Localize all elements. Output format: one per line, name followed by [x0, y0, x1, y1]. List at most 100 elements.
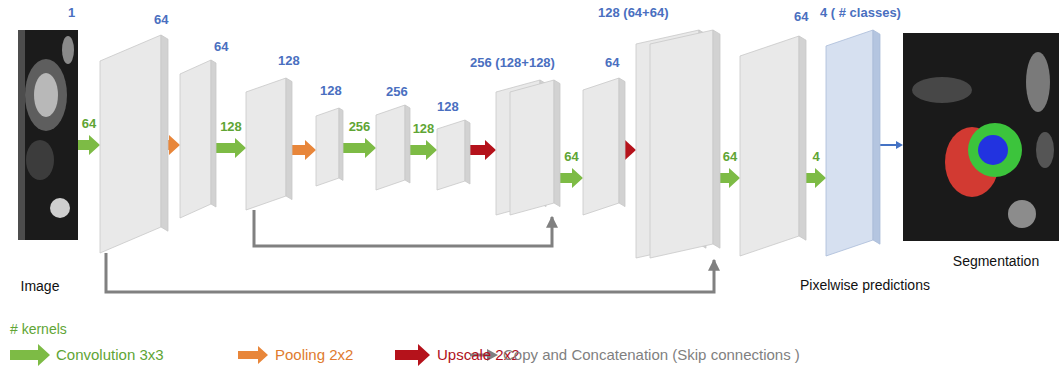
kernel-count: 128	[219, 120, 243, 135]
legend-heading: # kernels	[10, 321, 67, 337]
convolution-arrow	[560, 168, 583, 188]
slab-front	[437, 120, 465, 190]
slab-front	[100, 35, 161, 253]
convolution-arrow	[78, 135, 100, 155]
feature-map: 256	[376, 105, 410, 190]
slab-side	[211, 60, 216, 207]
kernel-count: 4	[811, 150, 820, 165]
upscale-arrow	[470, 140, 496, 160]
image-caption: Image	[21, 278, 60, 294]
channel-count: 64	[214, 40, 228, 55]
slab-front	[583, 78, 619, 215]
slab-shape	[826, 30, 880, 256]
segmentation-tissue	[912, 77, 972, 103]
convolution-arrow	[720, 168, 740, 188]
mri-tissue	[25, 59, 67, 131]
kernel-count: 64	[563, 150, 579, 165]
skip-connection	[254, 210, 552, 246]
slab-side	[161, 35, 168, 231]
output-arrow	[880, 141, 903, 149]
kernel-count: 128	[412, 122, 436, 137]
legend-entry: Convolution 3x3	[56, 346, 164, 363]
channel-count: 64	[794, 10, 808, 25]
slab-shape	[316, 108, 343, 186]
slab-side	[465, 120, 470, 184]
skip-connection	[106, 253, 714, 292]
slab	[437, 120, 470, 190]
feature-map: 128	[316, 108, 343, 186]
convolution-arrow	[216, 138, 246, 158]
slab-side	[713, 30, 720, 248]
feature-map: 64	[180, 60, 216, 218]
slab-shape	[180, 60, 216, 218]
segmentation-tissue	[1008, 200, 1036, 228]
legend-entry: Pooling 2x2	[275, 346, 353, 363]
slab	[583, 78, 625, 215]
slab	[650, 30, 720, 258]
slab-shape	[246, 78, 292, 210]
image-caption: Segmentation	[953, 253, 1039, 269]
slab-front	[246, 78, 286, 210]
channel-count: 64	[605, 56, 619, 71]
channel-count: 256	[386, 85, 408, 100]
concatenated-feature-map: 256 (128+128)	[496, 80, 560, 215]
slab-side	[619, 78, 625, 207]
myocardium-region	[968, 123, 1022, 177]
slab-front	[650, 30, 713, 258]
channel-count: 4 ( # classes)	[820, 6, 901, 21]
slab-shape	[437, 120, 470, 190]
slab-shape	[583, 78, 625, 215]
kernel-count: 64	[722, 150, 738, 165]
slab-side	[339, 108, 343, 180]
legend-samples	[10, 344, 498, 366]
feature-map: 64	[583, 78, 625, 215]
concatenated-feature-map: 128 (64+64)	[636, 30, 720, 258]
feature-map: 64	[100, 35, 168, 253]
pooling-arrow	[292, 140, 316, 160]
segmentation-tissue	[1026, 52, 1050, 112]
slab-shape	[100, 35, 168, 253]
feature-map: 64	[740, 36, 806, 256]
convolution-arrow	[343, 138, 376, 158]
segmentation-image: Segmentation	[903, 33, 1059, 241]
mri-vessel	[50, 198, 70, 218]
mri-edge	[18, 30, 25, 240]
slab-front	[316, 108, 339, 186]
mri-background	[18, 30, 78, 240]
slab	[376, 105, 410, 190]
slab	[180, 60, 216, 218]
slab-side	[799, 36, 806, 240]
slab-front	[376, 105, 405, 190]
segmentation-background	[903, 33, 1059, 241]
slab	[316, 108, 343, 186]
upscale-arrow-sample	[395, 344, 430, 366]
slab	[740, 36, 806, 256]
input-image: 1Image	[18, 30, 78, 240]
channel-count: 128	[437, 100, 459, 115]
upscale-arrow	[625, 140, 636, 160]
prediction-map: 4 ( # classes)	[826, 30, 880, 256]
convolution-arrow-sample	[10, 344, 50, 366]
kernel-count: 64	[81, 117, 97, 132]
slab-shape	[740, 36, 806, 256]
left-ventricle-region	[978, 135, 1008, 165]
output-caption: Pixelwise predictions	[800, 277, 930, 293]
segmentation-tissue	[1036, 132, 1054, 168]
segmentation-picture	[903, 33, 1059, 241]
slab-front	[740, 36, 799, 256]
channel-count: 128	[278, 54, 300, 69]
channel-count: 128 (64+64)	[598, 6, 668, 21]
mri-image	[18, 30, 78, 240]
slab	[826, 30, 880, 256]
slab-shape	[376, 105, 410, 190]
slab-side	[405, 105, 410, 183]
mri-tissue	[26, 140, 54, 180]
slab	[510, 80, 560, 215]
pooling-arrow	[168, 135, 180, 155]
feature-map: 128	[437, 120, 470, 190]
slab-shape	[636, 30, 720, 258]
slab-front	[180, 60, 211, 218]
